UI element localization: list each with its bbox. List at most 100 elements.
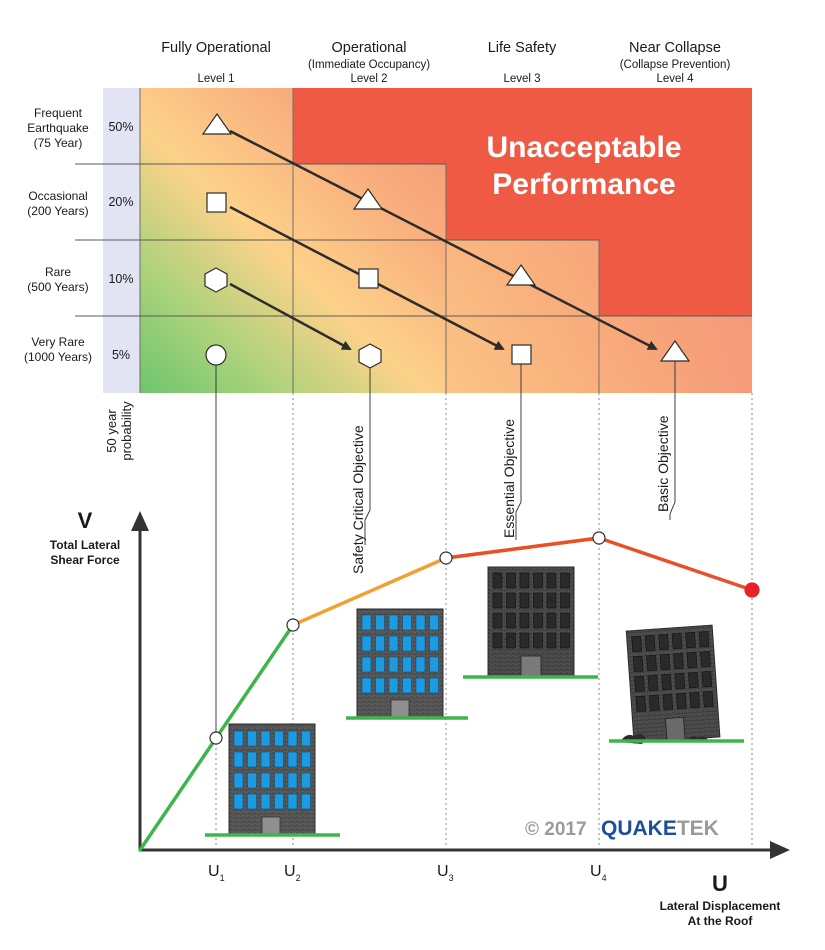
building-window (375, 656, 385, 673)
square-marker-2 (358, 268, 379, 289)
building-window (560, 612, 570, 629)
prob-row-3: 10% (108, 272, 133, 286)
building-window (492, 612, 503, 629)
prob-row-2: 20% (108, 195, 133, 209)
building-window (375, 614, 385, 631)
unacceptable-label: Unacceptable Performance (486, 131, 681, 201)
basic-objective-arrow (229, 129, 658, 351)
level-4-label: Level 4 (656, 73, 694, 85)
row-3-name: Rare (45, 265, 71, 279)
building-window (388, 635, 399, 652)
building-window (673, 652, 684, 670)
building-window (506, 572, 516, 589)
y-axis-symbol: V (78, 508, 93, 533)
building-operational (346, 608, 468, 720)
prob-row-1: 50% (108, 120, 133, 134)
building-window (649, 694, 660, 711)
building-window (402, 677, 412, 694)
building-window (301, 772, 311, 789)
building-window (506, 612, 516, 629)
building-window (519, 572, 530, 589)
curve-degrading-segment (597, 536, 754, 592)
building-window (689, 691, 701, 709)
building-window (700, 651, 711, 668)
level-2-sub: (Immediate Occupancy) (308, 59, 430, 71)
building-window (644, 634, 656, 652)
building-window (301, 730, 311, 747)
building-window (233, 730, 244, 747)
tick-u4: U4 (590, 863, 607, 883)
building-window (671, 632, 683, 650)
row-2-name: Occasional (28, 189, 87, 203)
prob-caption-line2: probability (119, 401, 134, 461)
x-axis-label-line2: At the Roof (688, 914, 754, 928)
building-near-collapse (609, 624, 744, 744)
building-window (287, 793, 298, 810)
curve-end-point (744, 582, 760, 598)
copyright-year: © 2017 (525, 819, 587, 840)
building-window (402, 635, 412, 652)
building-window (260, 793, 271, 810)
building-window (274, 751, 284, 768)
building-window (274, 772, 284, 789)
square-marker-1 (206, 192, 227, 213)
unacceptable-line1: Unacceptable (486, 131, 681, 164)
building-window (492, 572, 503, 589)
building-window (274, 730, 284, 747)
building-window (506, 632, 516, 649)
y-axis-label-line1: Total Lateral (50, 538, 120, 552)
building-window (688, 671, 699, 689)
building-window (658, 633, 669, 651)
building-window (662, 693, 674, 711)
tick-u2: U2 (284, 863, 301, 883)
x-axis-symbol: U (712, 871, 728, 896)
copyright-brand: QUAKETEK (601, 817, 719, 840)
level-2-label: Level 2 (350, 73, 387, 85)
level-1-label: Level 1 (197, 73, 234, 85)
level-headers: Fully Operational Level 1 Operational (I… (161, 40, 730, 85)
hexagon-marker-2 (358, 343, 382, 369)
row-4-name: Very Rare (31, 335, 85, 349)
building-window (375, 635, 385, 652)
level-1-name: Fully Operational (161, 40, 271, 56)
building-window (274, 793, 284, 810)
building-window (546, 612, 557, 629)
building-window (560, 572, 570, 589)
building-window (260, 730, 271, 747)
safety-objective-arrow (229, 282, 352, 351)
level-4-name: Near Collapse (629, 40, 721, 56)
building-window (361, 677, 372, 694)
y-axis-label: V Total Lateral Shear Force (50, 508, 120, 567)
curve-point-u1 (209, 731, 223, 745)
graph-axes (131, 511, 790, 859)
row-2-period: (200 Years) (27, 204, 88, 218)
building-window (533, 572, 543, 589)
tick-u1: U1 (208, 863, 225, 883)
building-window (701, 671, 713, 688)
x-axis-arrowhead (770, 841, 790, 859)
building-window (429, 614, 439, 631)
x-axis-label-line1: Lateral Displacement (660, 899, 781, 913)
building-window (388, 614, 399, 631)
building-window (632, 655, 644, 673)
building-window (659, 653, 671, 671)
building-window (233, 751, 244, 768)
building-window (247, 730, 257, 747)
triangle-marker-3 (505, 263, 537, 286)
row-1-name2: Earthquake (27, 121, 89, 135)
building-window (519, 592, 530, 609)
building-window (287, 751, 298, 768)
building-window (560, 632, 570, 649)
objective-labels: Safety Critical Objective Essential Obje… (350, 415, 671, 574)
row-3-period: (500 Years) (27, 280, 88, 294)
building-window (686, 652, 698, 669)
y-axis-label-line2: Shear Force (50, 553, 120, 567)
row-labels: Frequent Earthquake (75 Year) Occasional… (24, 106, 92, 364)
building-window (388, 677, 399, 694)
building-window (698, 631, 710, 648)
level-4-sub: (Collapse Prevention) (620, 59, 731, 71)
curve-point-u4 (592, 531, 606, 545)
unacceptable-line2: Performance (492, 168, 675, 201)
tick-u3: U3 (437, 863, 454, 883)
